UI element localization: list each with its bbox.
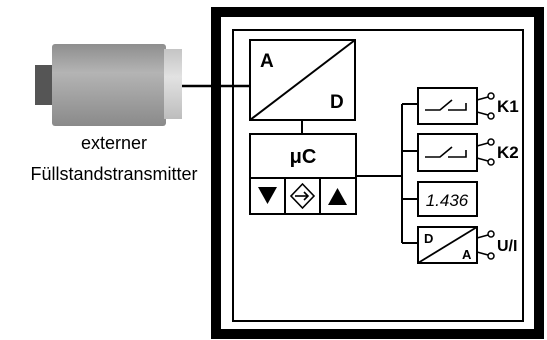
device-housing-outer [211,7,544,339]
output-bus [356,103,418,244]
dac-output-label: U/I [497,238,517,255]
triangle-up-icon[interactable] [321,179,355,213]
dac-block [417,226,495,264]
digital-display [417,181,478,217]
transmitter-plug [35,65,55,105]
dac-top-letter: D [424,231,433,246]
relay-k1 [417,87,495,125]
enter-arrow-icon[interactable] [286,179,319,213]
dac-bottom-letter: A [462,247,472,262]
microcontroller-label: μC [290,146,317,168]
transmitter-label-line1: externer [81,133,147,153]
adc-block [249,39,356,121]
adc-bottom-letter: D [330,92,344,113]
transmitter-label-line2: Füllstandstransmitter [30,164,197,184]
external-level-transmitter [35,44,182,126]
relay-k1-label: K1 [497,97,519,116]
transmitter-body [52,44,166,126]
relay-k2-label: K2 [497,143,519,162]
adc-top-letter: A [260,51,274,72]
display-value: 1.436 [426,191,469,210]
device-housing-inner [232,29,524,322]
relay-k2 [417,133,495,172]
transmitter-cap [164,49,182,119]
triangle-down-icon[interactable] [251,179,284,213]
